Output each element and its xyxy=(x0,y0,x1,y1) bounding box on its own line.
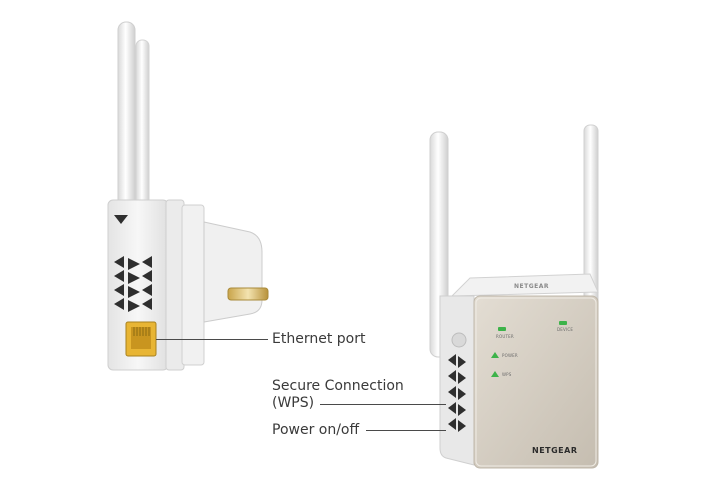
front-body-side xyxy=(439,295,475,466)
power-led xyxy=(491,352,499,358)
front-body-top xyxy=(450,273,599,297)
power-callout-line xyxy=(366,430,446,431)
front-panel xyxy=(473,295,599,469)
front-brand-logo: NETGEAR xyxy=(532,446,578,455)
led-label-wps: WPS xyxy=(502,372,512,377)
plug-pin xyxy=(227,287,269,301)
power-label: Power on/off xyxy=(272,422,360,438)
plug-housing xyxy=(203,221,263,323)
router-led xyxy=(498,327,506,331)
ethernet-port-label: Ethernet port xyxy=(272,331,366,347)
wps-callout-line xyxy=(320,404,446,405)
front-view-extender xyxy=(429,124,599,469)
side-vents xyxy=(114,215,152,312)
top-brand-logo: NETGEAR xyxy=(514,283,549,290)
wps-label-line2: (WPS) xyxy=(272,395,315,411)
wps-label-line1: Secure Connection xyxy=(272,378,404,394)
led-label-router: ROUTER xyxy=(496,334,514,339)
wps-led xyxy=(491,371,499,377)
side-view-extender xyxy=(107,21,269,371)
ethernet-callout-line xyxy=(156,339,268,340)
led-label-power: POWER xyxy=(502,353,518,358)
led-label-device: DEVICE xyxy=(557,327,574,332)
front-side-vents xyxy=(448,354,466,432)
device-led xyxy=(559,321,567,325)
